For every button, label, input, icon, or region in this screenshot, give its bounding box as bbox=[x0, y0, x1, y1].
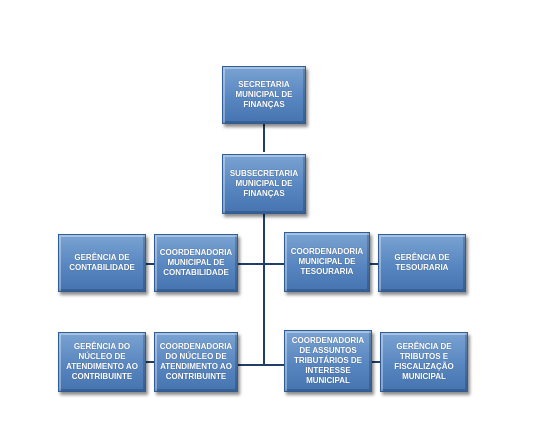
node-subsecretaria-label: SUBSECRETARIA MUNICIPAL DE FINANÇAS bbox=[229, 169, 299, 198]
node-gerencia-atendimento-label: GERÊNCIA DO NÚCLEO DE ATENDIMENTO AO CON… bbox=[66, 342, 138, 381]
node-gerencia-tributos: GERÊNCIA DE TRIBUTOS E FISCALIZAÇÃO MUNI… bbox=[380, 332, 468, 392]
node-coord-tesouraria: COORDENADORIA MUNICIPAL DE TESOURARIA bbox=[284, 232, 370, 292]
node-gerencia-contabilidade-label: GERÊNCIA DE CONTABILIDADE bbox=[69, 253, 135, 272]
node-coord-tributarios-label: COORDENADORIA DE ASSUNTOS TRIBUTÁRIOS DE… bbox=[291, 336, 365, 385]
node-coord-tesouraria-label: COORDENADORIA MUNICIPAL DE TESOURARIA bbox=[290, 247, 364, 276]
node-coord-contabilidade-label: COORDENADORIA MUNICIPAL DE CONTABILIDADE bbox=[159, 248, 233, 277]
node-gerencia-tesouraria: GERÊNCIA DE TESOURARIA bbox=[378, 234, 466, 292]
node-gerencia-tesouraria-label: GERÊNCIA DE TESOURARIA bbox=[394, 253, 450, 272]
node-coord-atendimento-label: COORDENADORIA DO NÚCLEO DE ATENDIMENTO A… bbox=[159, 342, 233, 381]
node-coord-atendimento: COORDENADORIA DO NÚCLEO DE ATENDIMENTO A… bbox=[154, 332, 238, 392]
node-gerencia-contabilidade: GERÊNCIA DE CONTABILIDADE bbox=[58, 234, 146, 292]
node-coord-tributarios: COORDENADORIA DE ASSUNTOS TRIBUTÁRIOS DE… bbox=[284, 330, 372, 392]
node-subsecretaria: SUBSECRETARIA MUNICIPAL DE FINANÇAS bbox=[222, 154, 306, 214]
node-gerencia-tributos-label: GERÊNCIA DE TRIBUTOS E FISCALIZAÇÃO MUNI… bbox=[394, 342, 454, 381]
node-coord-contabilidade: COORDENADORIA MUNICIPAL DE CONTABILIDADE bbox=[154, 234, 238, 292]
node-secretaria: SECRETARIA MUNICIPAL DE FINANÇAS bbox=[222, 66, 306, 124]
node-gerencia-atendimento: GERÊNCIA DO NÚCLEO DE ATENDIMENTO AO CON… bbox=[58, 332, 146, 392]
node-secretaria-label: SECRETARIA MUNICIPAL DE FINANÇAS bbox=[235, 80, 293, 109]
